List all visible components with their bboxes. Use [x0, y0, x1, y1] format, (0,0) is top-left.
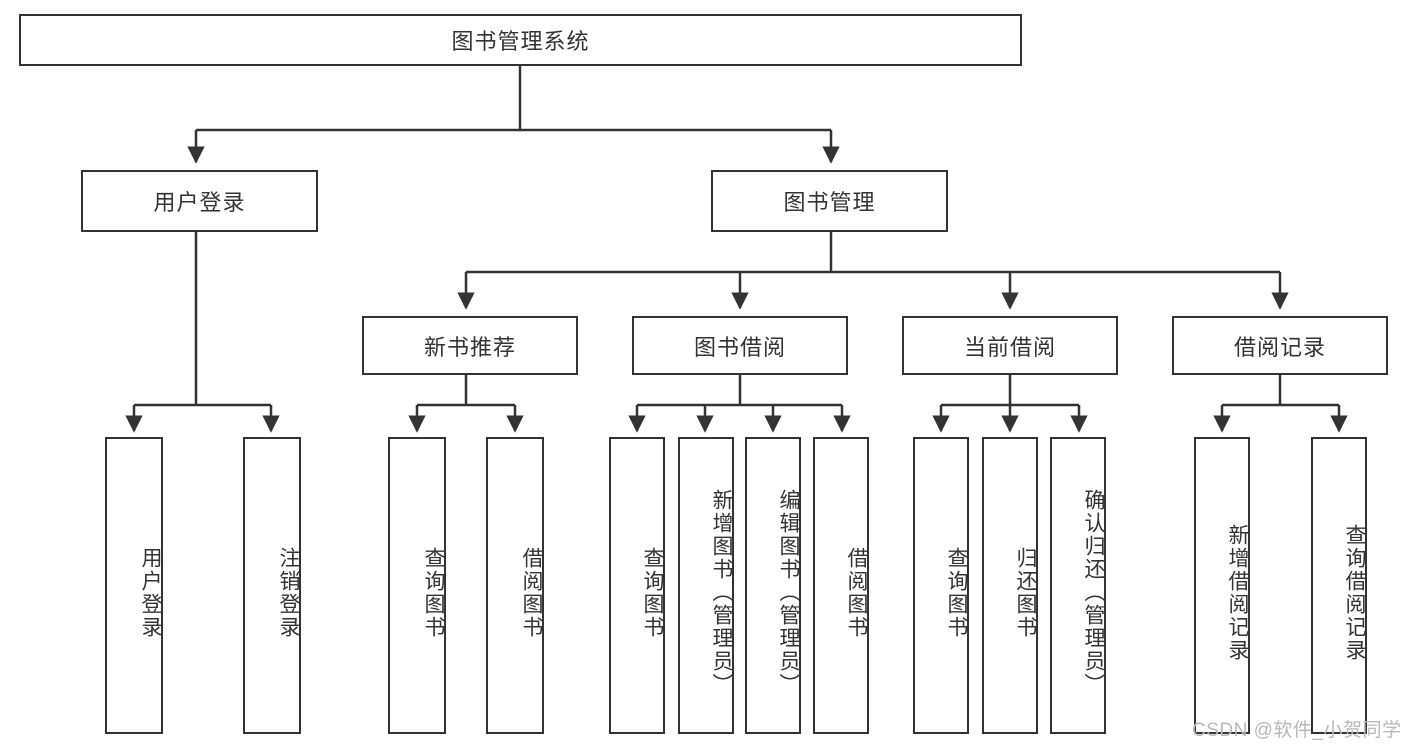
node-new-book-recommend-label: 新书推荐 — [423, 334, 516, 360]
node-book-management[interactable]: 图书管理 — [711, 170, 948, 232]
node-leaf-query-book-current-label: 查询图书 — [945, 546, 968, 639]
node-leaf-query-book-borrow-label: 查询图书 — [641, 546, 664, 639]
node-new-book-recommend[interactable]: 新书推荐 — [362, 316, 578, 375]
node-leaf-add-borrow-record[interactable]: 新增借阅记录 — [1194, 437, 1250, 734]
node-user-login[interactable]: 用户登录 — [81, 170, 318, 232]
node-leaf-edit-book-admin[interactable]: 编辑图书（管理员） — [745, 437, 801, 734]
node-leaf-query-book-recommend-label: 查询图书 — [422, 546, 445, 639]
node-leaf-borrow-book-label: 借阅图书 — [845, 546, 868, 639]
csdn-watermark: CSDN @软件_小贺同学 — [1192, 720, 1402, 741]
node-user-login-label: 用户登录 — [153, 190, 246, 215]
node-leaf-logout[interactable]: 注销登录 — [243, 437, 301, 734]
node-leaf-borrow-book[interactable]: 借阅图书 — [813, 437, 869, 734]
node-leaf-add-borrow-record-label: 新增借阅记录 — [1226, 523, 1249, 662]
node-book-management-label: 图书管理 — [783, 190, 876, 215]
node-borrow-record-label: 借阅记录 — [1233, 334, 1326, 360]
node-leaf-query-book-current[interactable]: 查询图书 — [913, 437, 969, 734]
node-leaf-add-book-admin[interactable]: 新增图书（管理员） — [678, 437, 734, 734]
node-leaf-user-login[interactable]: 用户登录 — [105, 437, 163, 734]
node-leaf-logout-label: 注销登录 — [277, 546, 300, 639]
node-leaf-query-book-recommend[interactable]: 查询图书 — [388, 437, 446, 734]
node-leaf-query-borrow-record-label: 查询借阅记录 — [1343, 523, 1366, 662]
node-borrow-record[interactable]: 借阅记录 — [1172, 316, 1388, 375]
node-leaf-confirm-return-admin-label: 确认归还（管理员） — [1082, 489, 1105, 696]
node-book-borrow[interactable]: 图书借阅 — [632, 316, 848, 375]
node-current-borrow-label: 当前借阅 — [963, 334, 1056, 360]
node-leaf-return-book[interactable]: 归还图书 — [982, 437, 1038, 734]
node-book-borrow-label: 图书借阅 — [693, 334, 786, 360]
node-leaf-add-book-admin-label: 新增图书（管理员） — [710, 489, 733, 696]
node-root-label: 图书管理系统 — [451, 29, 590, 54]
node-leaf-query-borrow-record[interactable]: 查询借阅记录 — [1311, 437, 1367, 734]
node-leaf-query-book-borrow[interactable]: 查询图书 — [609, 437, 665, 734]
node-root[interactable]: 图书管理系统 — [19, 14, 1022, 66]
node-leaf-borrow-book-recommend-label: 借阅图书 — [520, 546, 543, 639]
node-leaf-confirm-return-admin[interactable]: 确认归还（管理员） — [1050, 437, 1106, 734]
node-current-borrow[interactable]: 当前借阅 — [902, 316, 1118, 375]
node-leaf-return-book-label: 归还图书 — [1014, 546, 1037, 639]
node-leaf-user-login-label: 用户登录 — [139, 546, 162, 639]
node-leaf-borrow-book-recommend[interactable]: 借阅图书 — [486, 437, 544, 734]
node-leaf-edit-book-admin-label: 编辑图书（管理员） — [777, 489, 800, 696]
